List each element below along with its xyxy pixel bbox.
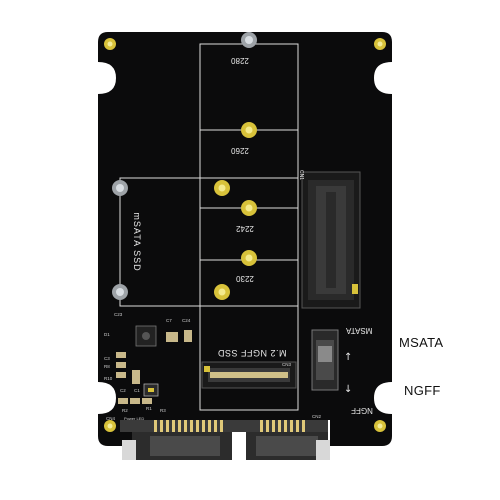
comp-label-r8: R8 xyxy=(104,364,110,369)
annotation-msata: MSATA xyxy=(399,335,444,350)
comp-label-r2: R2 xyxy=(122,408,128,413)
comp-label-power-led: Power LED xyxy=(124,416,144,421)
mount-pad-2242 xyxy=(241,200,257,216)
label-2242: 2242 xyxy=(236,224,254,233)
comp-label-c2: C2 xyxy=(120,388,126,393)
cn-label-3: CN3 xyxy=(282,362,291,367)
comp-label-c1: C1 xyxy=(134,388,140,393)
switch-arrow-down: ↓ xyxy=(344,384,352,395)
standoff-2280 xyxy=(241,32,257,48)
switch-label-top: MSATA xyxy=(345,326,372,335)
switch-label-bottom: NGFF xyxy=(351,406,373,415)
selector-switch xyxy=(311,329,339,391)
comp-label-r3: R3 xyxy=(160,408,166,413)
label-2260: 2260 xyxy=(231,146,249,155)
m2-area-label: M.2 NGFF SSD xyxy=(217,348,286,358)
standoff-msata-top xyxy=(112,180,128,196)
msata-slot xyxy=(301,171,361,309)
comp-label-c24: C24 xyxy=(182,318,191,323)
msata-area-label: mSATA SSD xyxy=(132,212,142,271)
annotation-ngff: NGFF xyxy=(404,383,441,398)
msata-outline xyxy=(119,177,299,307)
comp-label-d1: D1 xyxy=(104,332,110,337)
cn-label-4: CN4 xyxy=(106,416,115,421)
switch-arrow-up: ↑ xyxy=(344,352,352,363)
mount-pad-2230 xyxy=(241,250,257,266)
cn-label-2: CN2 xyxy=(312,414,321,419)
sata-connector xyxy=(120,420,330,460)
mount-pad-msata xyxy=(214,284,230,300)
mount-pad-2260 xyxy=(241,122,257,138)
comp-label-r1: R1 xyxy=(146,406,152,411)
mount-pad-extra xyxy=(214,180,230,196)
comp-label-c7: C7 xyxy=(166,318,172,323)
label-2230: 2230 xyxy=(236,274,254,283)
cn-label: CN1 xyxy=(298,170,304,180)
comp-label-c23: C23 xyxy=(114,312,123,317)
component-cluster xyxy=(116,325,192,404)
comp-label-r10: R10 xyxy=(104,376,113,381)
label-2280: 2280 xyxy=(231,56,249,65)
m2-slot xyxy=(201,361,297,389)
standoff-msata-bottom xyxy=(112,284,128,300)
comp-label-c3: C3 xyxy=(104,356,110,361)
